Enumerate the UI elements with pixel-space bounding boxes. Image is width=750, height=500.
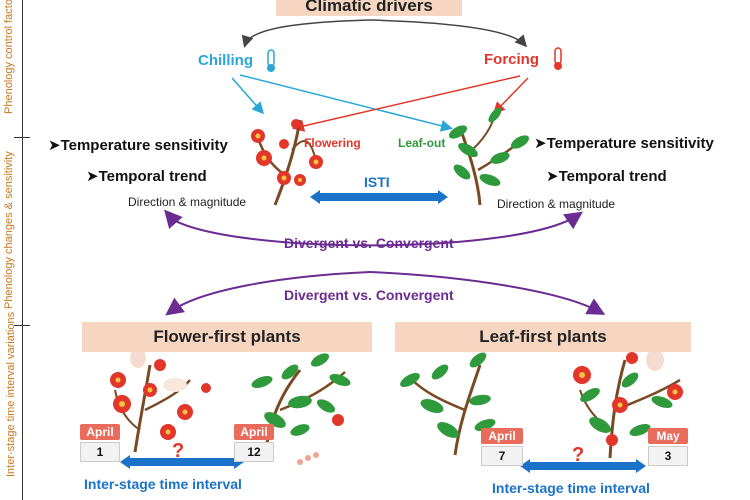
right-sensitivity-bullet-icon: ➤ (534, 135, 547, 152)
chilling-to-flowering (231, 77, 264, 115)
forcing-to-leafout (492, 77, 529, 115)
left-temporal-trend: ➤Temporal trend (86, 168, 207, 185)
leafout-branch-illustration (448, 107, 530, 206)
leaf-first-cal-right-month: May (648, 428, 688, 444)
right-temperature-sensitivity: ➤Temperature sensitivity (534, 135, 714, 152)
chilling-label: Chilling (198, 52, 253, 69)
leaf-first-interval-bar (520, 459, 646, 473)
flower-first-question-icon: ? (172, 440, 185, 462)
sidebar-tick-2 (14, 325, 30, 326)
isti-label: ISTI (364, 174, 390, 190)
leaf-first-cal-left-day: 7 (481, 446, 523, 466)
leaf-first-cal-left-month: April (481, 428, 523, 444)
title-branch-right (369, 19, 527, 48)
left-temperature-sensitivity: ➤Temperature sensitivity (48, 137, 228, 154)
flowering-label: Flowering (304, 136, 361, 150)
leaf-first-question-icon: ? (572, 444, 585, 466)
climatic-drivers-title: Climatic drivers (276, 0, 462, 16)
flower-first-cal-left-month: April (80, 424, 120, 440)
upper-purple-curve-start (164, 209, 183, 229)
title-branch-left (241, 19, 371, 48)
leaf-first-interval-label: Inter-stage time interval (492, 480, 650, 496)
flower-first-branch-illustration (110, 348, 351, 465)
right-trend-bullet-icon: ➤ (546, 168, 559, 185)
leafout-label: Leaf-out (398, 136, 446, 150)
flower-first-cal-right-day: 12 (234, 442, 274, 462)
left-trend-bullet-icon: ➤ (86, 168, 99, 185)
leaf-first-title: Leaf-first plants (395, 322, 691, 352)
chilling-to-leafout (239, 74, 453, 132)
upper-purple-curve (169, 211, 583, 247)
sidebar-line (22, 0, 23, 500)
right-temporal-trend: ➤Temporal trend (546, 168, 667, 185)
flower-first-cal-left-day: 1 (80, 442, 120, 462)
right-direction-magnitude: Direction & magnitude (497, 197, 616, 211)
flower-first-interval-label: Inter-stage time interval (84, 476, 242, 492)
flowering-branch-illustration (251, 119, 323, 206)
forcing-thermometer-icon (554, 47, 562, 70)
isti-bar-top (310, 190, 448, 204)
leaf-first-cal-right-day: 3 (648, 446, 688, 466)
sidebar-tick-1 (14, 137, 30, 138)
lower-purple-curve (165, 271, 371, 316)
forcing-label: Forcing (484, 51, 539, 68)
forcing-to-flowering (292, 75, 521, 132)
chilling-thermometer-icon (267, 49, 275, 72)
flower-first-title: Flower-first plants (82, 322, 372, 352)
comparison-lower-label: Divergent vs. Convergent (284, 287, 454, 303)
left-sensitivity-bullet-icon: ➤ (48, 137, 61, 154)
flower-first-cal-right-month: April (234, 424, 274, 440)
lower-purple-curve-right (369, 271, 606, 315)
left-direction-magnitude: Direction & magnitude (128, 195, 247, 209)
leaf-first-branch-illustration (400, 349, 683, 459)
comparison-upper-label: Divergent vs. Convergent (284, 235, 454, 251)
